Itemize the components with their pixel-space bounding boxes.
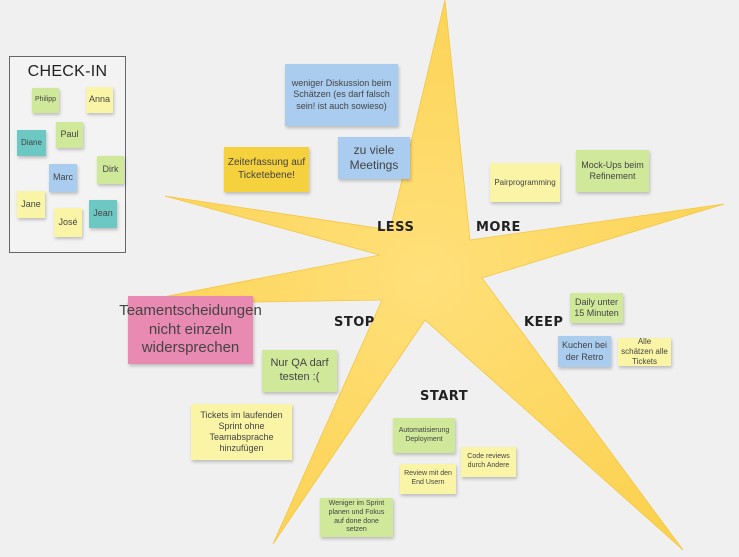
note-keep-schaetzen[interactable]: Alle schätzen alle Tickets [618,337,671,366]
checkin-note-jean[interactable]: Jean [89,200,117,228]
note-more-pairprogramming[interactable]: Pairprogramming [490,163,560,202]
note-start-automatisierung[interactable]: Automatisierung Deployment [393,418,455,453]
checkin-note-jane[interactable]: Jane [17,191,45,218]
checkin-note-jose[interactable]: José [54,208,82,237]
checkin-note-diane[interactable]: Diane [17,130,46,156]
note-stop-tickets[interactable]: Tickets im laufenden Sprint ohne Teamabs… [191,404,292,460]
checkin-note-paul[interactable]: Paul [56,122,83,148]
checkin-note-marc[interactable]: Marc [49,164,77,192]
label-start: START [420,389,469,404]
note-keep-daily[interactable]: Daily unter 15 Minuten [570,293,623,323]
note-stop-teamentscheidungen[interactable]: Teamentscheidungen nicht einzeln widersp… [119,296,262,364]
note-keep-kuchen[interactable]: Kuchen bei der Retro [558,336,611,367]
label-less: LESS [377,220,415,235]
note-stop-qa[interactable]: Nur QA darf testen :( [262,350,337,392]
note-less-diskussion[interactable]: weniger Diskussion beim Schätzen (es dar… [285,64,398,126]
label-keep: KEEP [524,315,564,330]
label-stop: STOP [334,315,375,330]
note-start-sprint[interactable]: Weniger im Sprint planen und Fokus auf d… [320,498,393,537]
label-more: MORE [476,220,521,235]
checkin-note-dirk[interactable]: Dirk [97,156,124,184]
note-less-meetings[interactable]: zu viele Meetings [338,137,410,179]
note-less-zeiterfassung[interactable]: Zeiterfassung auf Ticketebene! [224,147,309,192]
note-start-review[interactable]: Review mit den End Usern [400,464,456,494]
checkin-note-anna[interactable]: Anna [86,87,113,113]
checkin-note-philipp[interactable]: Philipp [32,88,59,113]
note-start-codereviews[interactable]: Code reviews durch Andere [461,447,516,477]
checkin-title: CHECK-IN [27,63,108,80]
note-more-mockups[interactable]: Mock-Ups beim Refinement [576,150,649,192]
